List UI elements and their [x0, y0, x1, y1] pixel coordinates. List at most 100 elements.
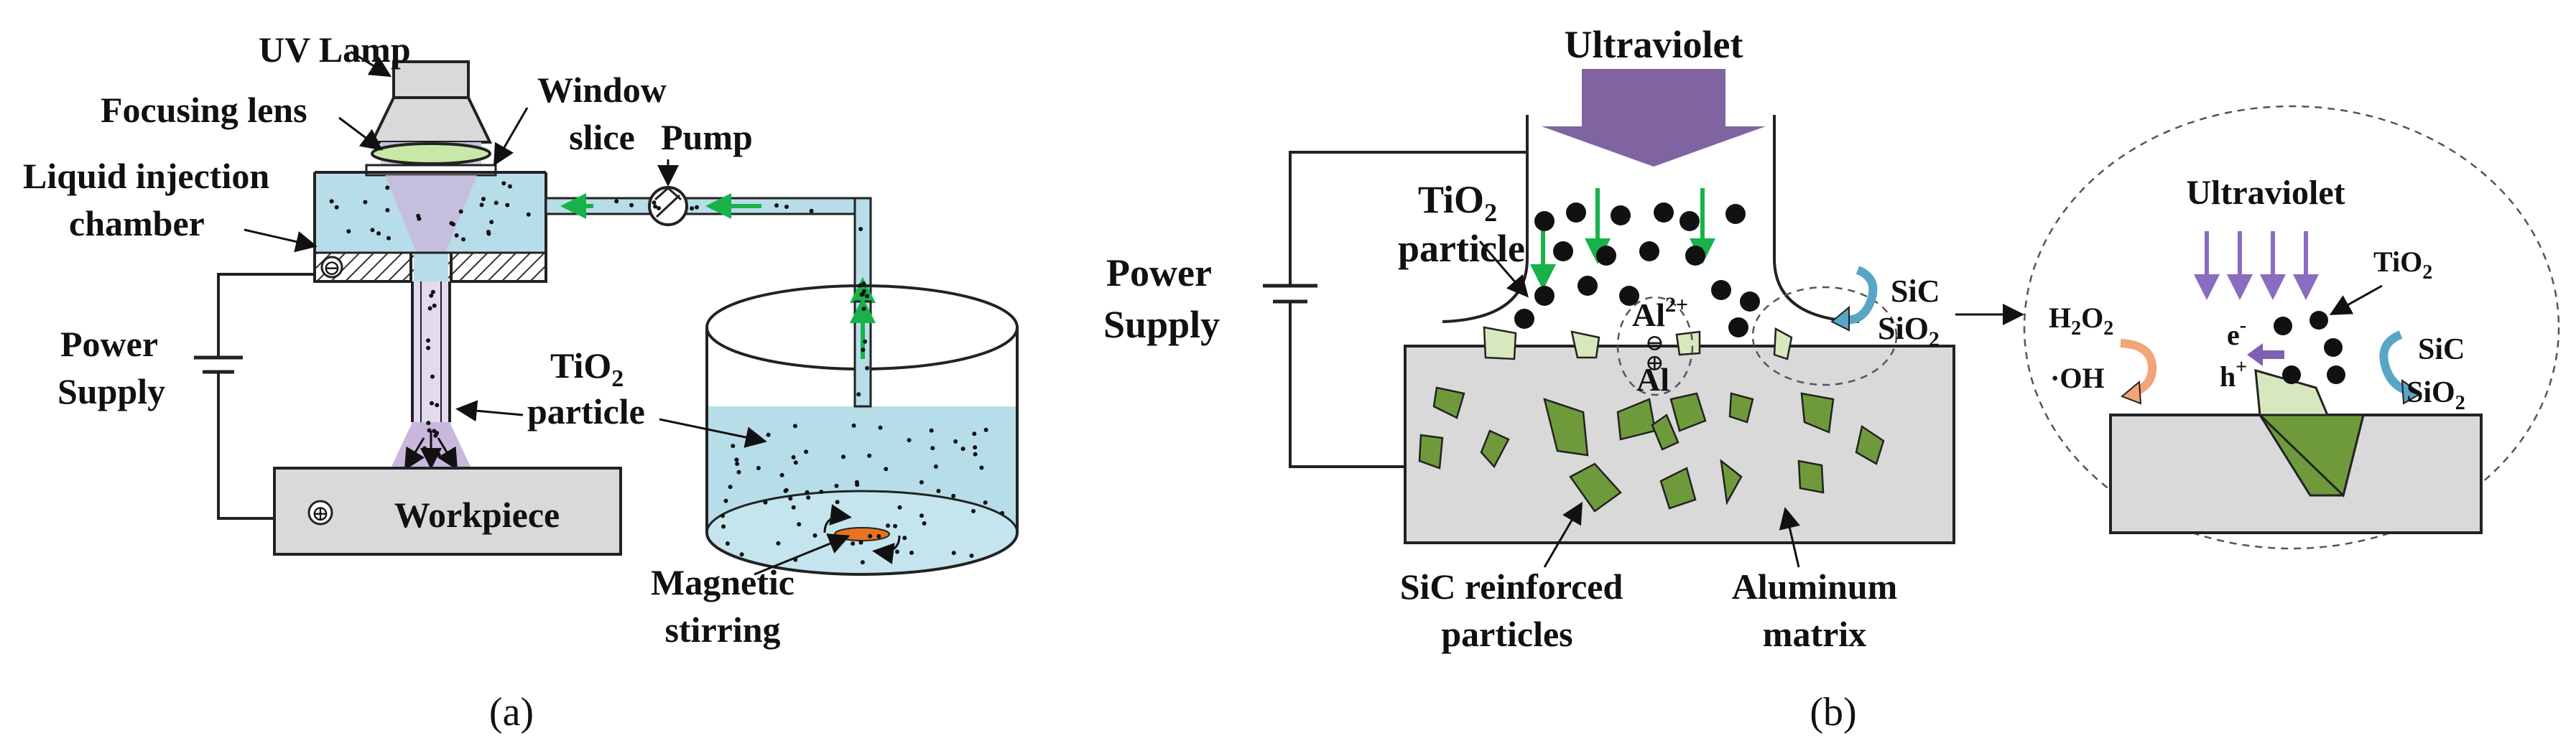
sic-surface-particles-b [1483, 326, 1793, 360]
tio2-particle-dot [863, 339, 868, 344]
tio2-particle-dot [1639, 241, 1659, 261]
tio2-particle-dot [731, 444, 736, 449]
al-atom-label: Al [1636, 361, 1669, 398]
sic-label-b: SiC [1891, 274, 1940, 309]
tio2-particle-dot [788, 496, 793, 501]
tio2-particle-dot [614, 199, 619, 204]
sio2-label-zoom: SiO2 [2406, 376, 2465, 414]
tio2-label-b: TiO2 [1418, 178, 1497, 227]
tio2-particle-dot [486, 231, 491, 236]
ion-minus-sign: ⊖ [1645, 330, 1664, 355]
tio2-particle-dot [763, 500, 768, 505]
power-supply-label-line1-b: Power [1106, 251, 1212, 294]
tio2-particle-dot [841, 454, 845, 460]
tio2-particle-dot [385, 185, 390, 190]
tio2-particle-dot [876, 533, 881, 538]
tio2-particle-dot [865, 294, 870, 299]
tio2-particle-dot [791, 505, 796, 510]
tio2-particle-dot [930, 446, 935, 451]
h2o2-label: H2O2 [2049, 302, 2113, 340]
tio2-particle-dot [432, 429, 437, 434]
tio2-particle-dot [804, 449, 809, 454]
tio2-particle-dot [363, 200, 368, 205]
tio2-particle-dot [971, 508, 976, 513]
tio2-particle-dot [919, 513, 924, 518]
tio2-particle-dot [856, 392, 861, 397]
tio2-particle-dot [1000, 510, 1005, 516]
tio2-particle-dot [458, 209, 463, 214]
oh-radical-label: ·OH [2050, 362, 2105, 394]
sic-particles-label-line2: particles [1441, 614, 1572, 654]
tio2-particle-dot [1725, 204, 1746, 224]
tio2-particles-zoom [2274, 311, 2345, 384]
tio2-particle-dot [386, 235, 391, 241]
tio2-particle-dot [2282, 365, 2301, 384]
sic-oxidation-arrow-b [1838, 266, 1878, 325]
tio2-particle-dot [416, 213, 421, 218]
power-supply-label-line1-a: Power [60, 324, 158, 364]
tio2-particle-dot [960, 447, 965, 452]
tio2-particle-dot [1611, 205, 1631, 225]
tio2-particle-dot [2327, 365, 2345, 384]
tio2-particle-dot [907, 438, 912, 442]
tio2-particle-dot [430, 401, 434, 406]
liquid-injection-chamber: ⊖ [313, 164, 547, 283]
tio2-particle-dot [526, 212, 531, 217]
tio2-particle-dot [376, 231, 381, 236]
sic-zone-circle [1751, 286, 1898, 386]
tio2-particle-dot [936, 488, 941, 493]
tio2-particle-dot [507, 184, 512, 189]
window-slice-label-line1: Window [537, 70, 667, 110]
tio2-particle-dot [973, 445, 978, 450]
tio2-particle-dot [489, 220, 494, 225]
tio2-particle-dot [779, 472, 784, 477]
tio2-particle-dot [854, 480, 859, 485]
tio2-particle-dot [432, 303, 437, 308]
tio2-particle-dot [426, 338, 430, 343]
zoom-inset: Ultraviolet TiO2 e- h+ H2O2 ·OH SiC SiO2 [2023, 105, 2560, 550]
workpiece-plus-sign: ⊕ [311, 502, 329, 526]
sio2-label-b: SiO2 [1878, 311, 1940, 351]
tio2-particle-dot [851, 423, 856, 428]
tio2-particle-dot [983, 500, 988, 505]
tio2-particle-dot [909, 550, 914, 555]
sic-label-zoom: SiC [2418, 333, 2465, 366]
tio2-particle-dot [454, 233, 459, 238]
tio2-particle-dot [776, 541, 781, 546]
tio2-particle-dot [436, 452, 441, 457]
tio2-particle-dot [1654, 202, 1674, 223]
pump [648, 186, 688, 226]
tio2-particle-dot [893, 523, 898, 528]
tio2-particle-dot [784, 205, 789, 209]
tio2-particle-dot [878, 425, 883, 430]
workpiece-label: Workpiece [394, 495, 560, 535]
tio2-particle-dot [868, 533, 873, 538]
tio2-particle-dot [1514, 309, 1534, 329]
power-circuit-b [1263, 151, 1527, 468]
tio2-particle-dot [505, 202, 510, 207]
tio2-particle-dot [652, 200, 657, 205]
sic-particles-b [1418, 386, 1885, 513]
tio2-particle-dot [725, 541, 730, 546]
tio2-particle-dot [1577, 276, 1598, 296]
tio2-particle-dot [1596, 246, 1616, 266]
tio2-particle-dot [834, 483, 839, 488]
tio2-label-a: TiO2 [550, 345, 624, 392]
tio2-particles-a [329, 181, 1005, 565]
tio2-particle-dot [861, 347, 866, 353]
tio2-particles-b [1514, 202, 1760, 337]
tio2-particle-dot [1740, 291, 1760, 312]
tio2-particle-dot [895, 549, 899, 554]
tio2-particle-dot [435, 403, 440, 408]
tio2-particle-dot [695, 205, 699, 210]
tio2-particle-dot [859, 292, 864, 297]
tio2-particle-dot [334, 205, 339, 210]
tio2-particle-dot [886, 523, 890, 528]
tio2-particle-dot [427, 428, 432, 433]
hole-label: h+ [2220, 356, 2247, 393]
tio2-particle-dot [969, 554, 974, 558]
tio2-particle-dot [809, 208, 814, 213]
tio2-particle-dot [721, 513, 725, 518]
tio2-particle-dot [461, 237, 465, 242]
tio2-particle-dot [819, 490, 824, 494]
